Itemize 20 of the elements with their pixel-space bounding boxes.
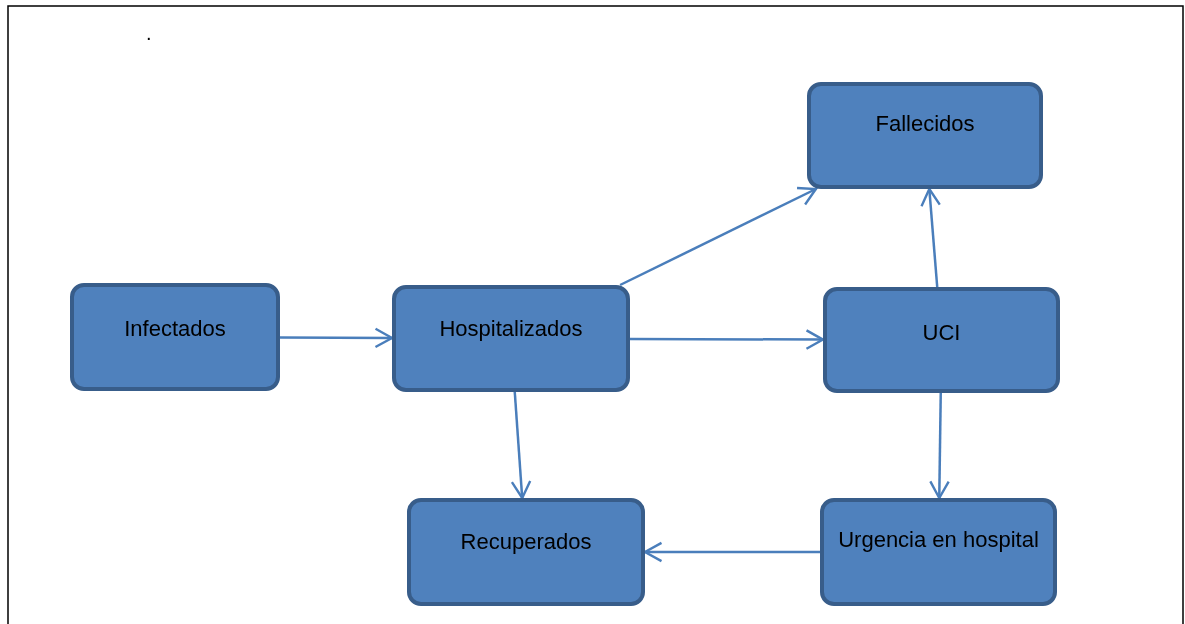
arrow — [643, 541, 820, 563]
process-box — [807, 82, 1043, 189]
arrow — [630, 329, 825, 350]
arrow — [929, 393, 950, 500]
process-box — [407, 498, 645, 606]
node-label: UCI — [921, 319, 962, 347]
arrow — [510, 391, 532, 500]
note-text: . — [146, 22, 152, 45]
node-label: Fallecidos — [874, 110, 976, 138]
arrow — [920, 187, 941, 288]
process-box — [820, 498, 1057, 606]
process-box — [392, 285, 630, 392]
node-label: Infectados — [123, 315, 227, 343]
process-box — [70, 283, 280, 391]
node-label: Recuperados — [459, 528, 593, 556]
arrow — [619, 186, 818, 287]
arrow — [280, 327, 394, 349]
process-box — [823, 287, 1060, 393]
node-label: Urgencia en hospital — [837, 526, 1040, 554]
node-label: Hospitalizados — [438, 315, 584, 343]
